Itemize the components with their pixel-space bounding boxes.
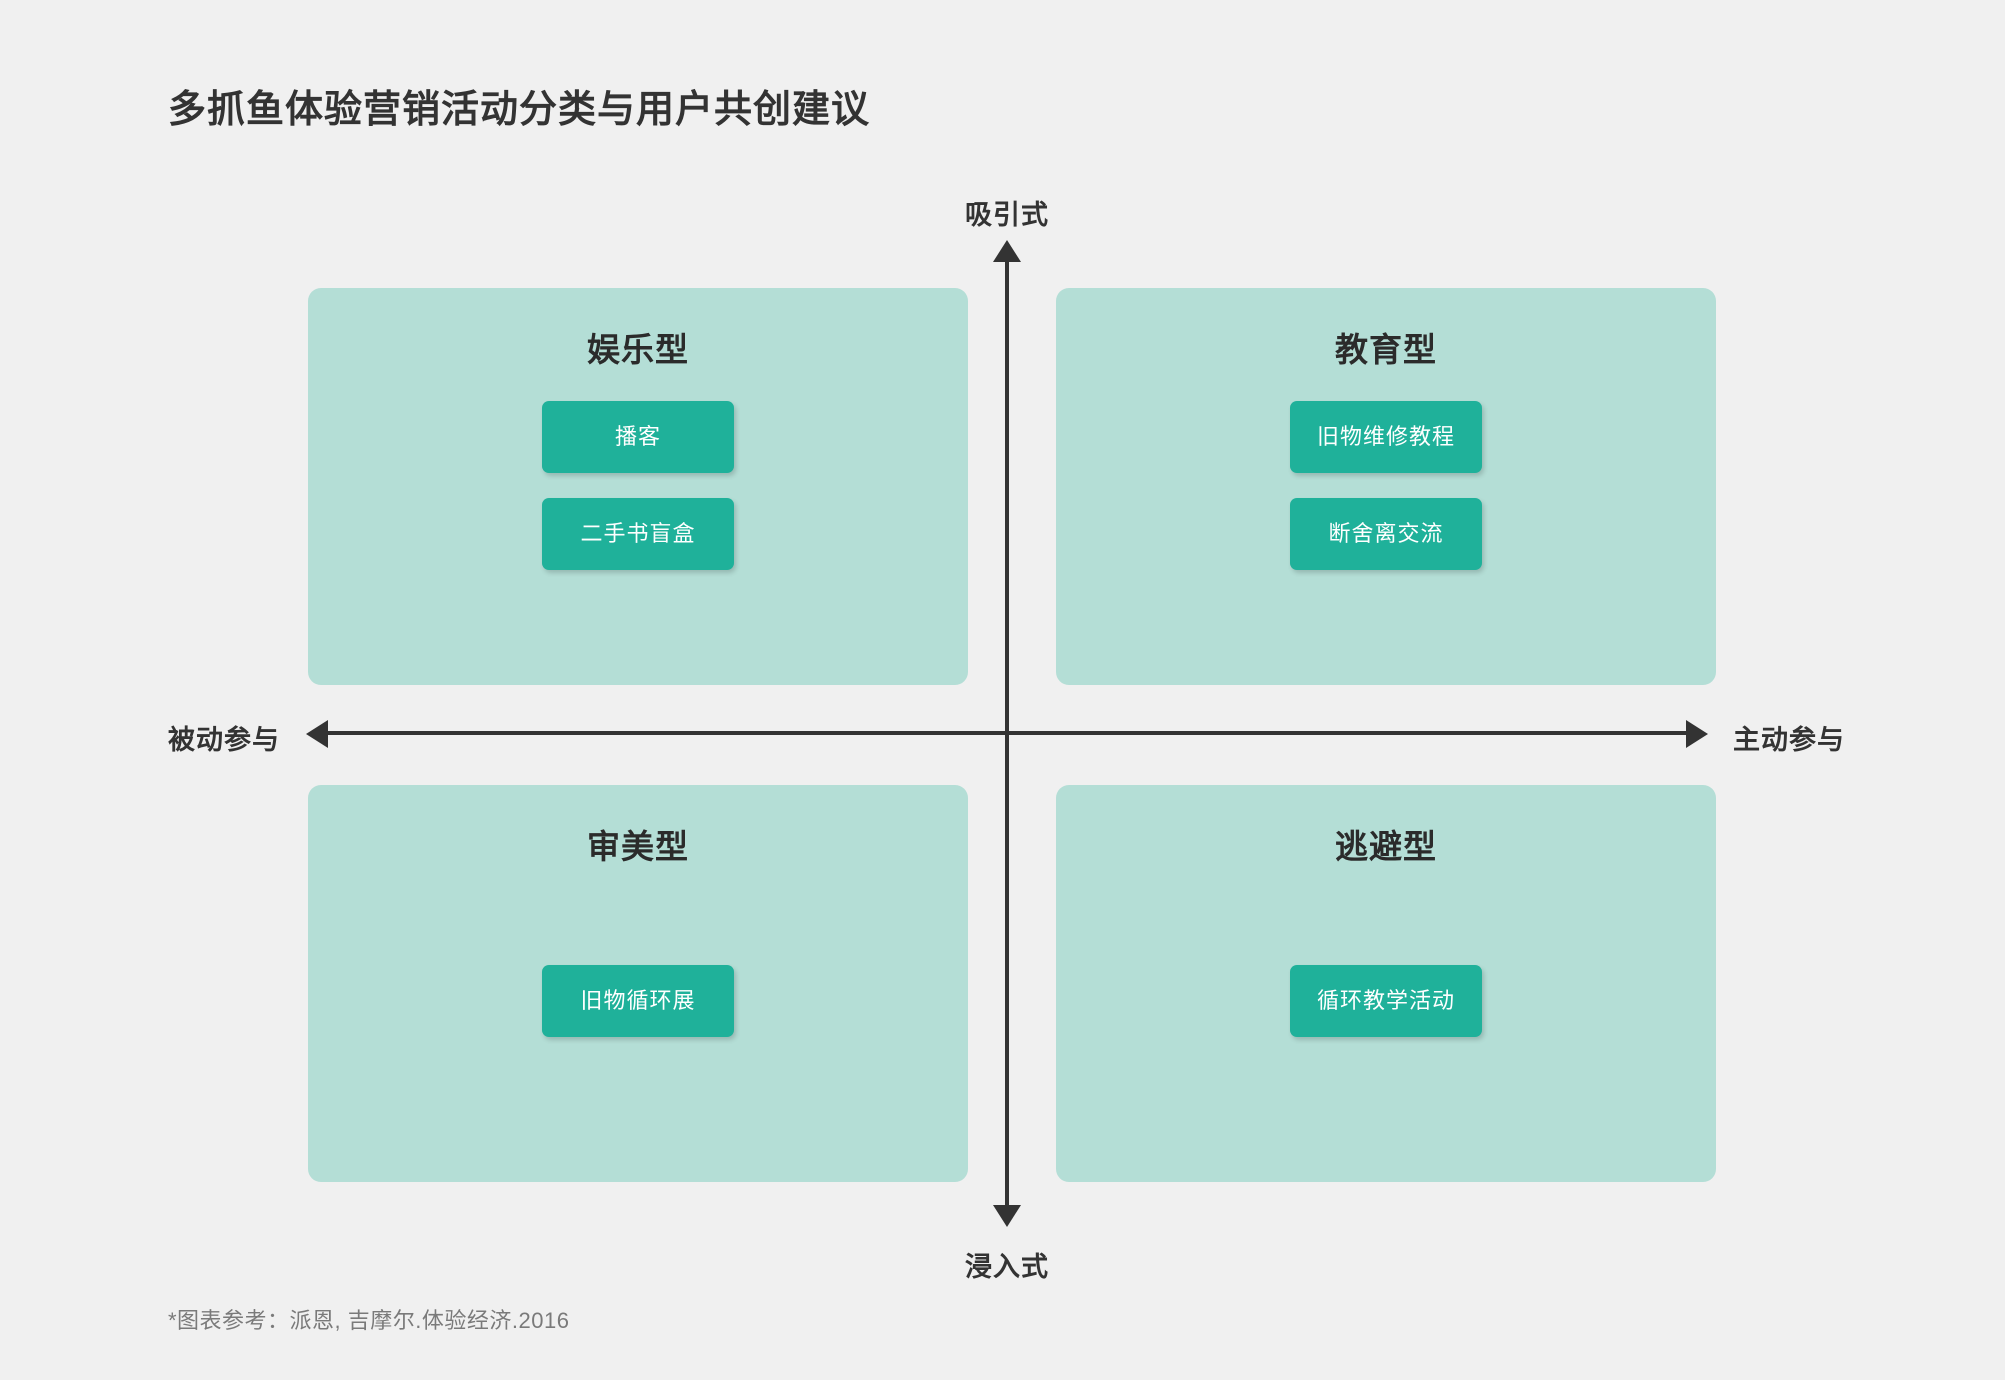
quadrant-title-aesthetic: 审美型 [587,828,689,865]
activity-chip[interactable]: 旧物循环展 [542,965,734,1037]
activity-chip[interactable]: 二手书盲盒 [542,498,734,570]
axis-label-right: 主动参与 [1733,725,1845,755]
quadrant-education: 教育型 旧物维修教程 断舍离交流 [1056,288,1716,685]
page-title: 多抓鱼体验营销活动分类与用户共创建议 [168,89,871,131]
axis-label-bottom: 浸入式 [965,1252,1049,1282]
chip-stack-aesthetic: 旧物循环展 [308,965,968,1037]
chip-stack-entertainment: 播客 二手书盲盒 [308,401,968,570]
activity-chip[interactable]: 旧物维修教程 [1290,401,1482,473]
arrow-down-icon [993,1205,1021,1227]
horizontal-axis-line [318,731,1698,735]
activity-chip[interactable]: 循环教学活动 [1290,965,1482,1037]
quadrant-title-education: 教育型 [1335,331,1437,368]
arrow-left-icon [306,720,328,748]
quadrant-escapist: 逃避型 循环教学活动 [1056,785,1716,1182]
quadrant-title-entertainment: 娱乐型 [587,331,689,368]
source-footnote: *图表参考：派恩, 吉摩尔.体验经济.2016 [168,1308,570,1333]
axis-label-left: 被动参与 [168,725,280,755]
arrow-up-icon [993,240,1021,262]
axis-label-top: 吸引式 [965,200,1049,230]
activity-chip[interactable]: 断舍离交流 [1290,498,1482,570]
activity-chip[interactable]: 播客 [542,401,734,473]
arrow-right-icon [1686,720,1708,748]
quadrant-title-escapist: 逃避型 [1335,828,1437,865]
chip-stack-escapist: 循环教学活动 [1056,965,1716,1037]
chip-stack-education: 旧物维修教程 断舍离交流 [1056,401,1716,570]
quadrant-entertainment: 娱乐型 播客 二手书盲盒 [308,288,968,685]
quadrant-aesthetic: 审美型 旧物循环展 [308,785,968,1182]
